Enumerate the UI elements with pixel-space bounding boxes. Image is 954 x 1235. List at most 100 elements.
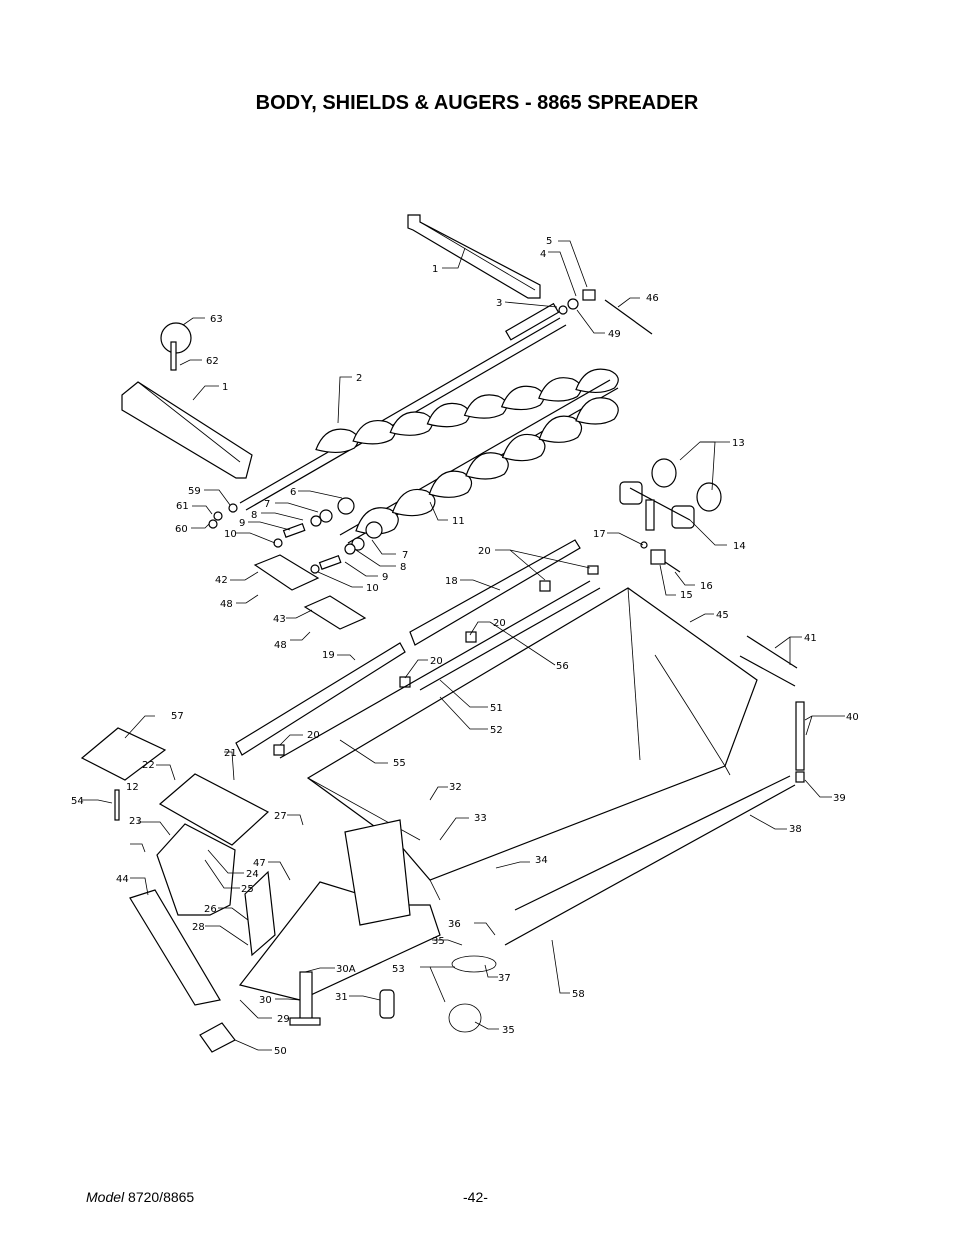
left-shield-part bbox=[121, 381, 253, 479]
drive-hub-assembly bbox=[619, 458, 722, 573]
part-label-30: 30 bbox=[259, 995, 272, 1006]
auger-flight bbox=[428, 470, 473, 498]
part-label-52: 52 bbox=[490, 725, 503, 736]
part-label-46: 46 bbox=[646, 293, 659, 304]
hydraulic-hoses bbox=[448, 955, 497, 1033]
part-label-8a: 8 bbox=[251, 510, 257, 521]
part-label-40: 40 bbox=[846, 712, 859, 723]
part-label-20a: 20 bbox=[478, 546, 491, 557]
cylinders-40-41 bbox=[739, 635, 805, 783]
auger-flight bbox=[575, 368, 619, 393]
auger-flight bbox=[538, 377, 582, 402]
auger-flight bbox=[538, 415, 583, 443]
left-bearing-stack bbox=[208, 497, 383, 574]
part-label-38: 38 bbox=[789, 824, 802, 835]
part-label-1b: 1 bbox=[222, 382, 228, 393]
auger-flight bbox=[465, 452, 509, 480]
part-label-60: 60 bbox=[175, 524, 188, 535]
part-label-9b: 9 bbox=[382, 572, 388, 583]
part-label-51: 51 bbox=[490, 703, 503, 714]
part-label-47: 47 bbox=[253, 858, 266, 869]
rods-34-38 bbox=[504, 775, 796, 946]
part-label-2: 2 bbox=[356, 373, 362, 384]
panel-44 bbox=[129, 889, 221, 1006]
part-label-32: 32 bbox=[449, 782, 462, 793]
part-label-58: 58 bbox=[572, 989, 585, 1000]
part-label-63: 63 bbox=[210, 314, 223, 325]
callout-leader-lines bbox=[82, 240, 845, 1051]
part-label-48b: 48 bbox=[274, 640, 287, 651]
auger-flight bbox=[463, 394, 508, 419]
auger-flight bbox=[501, 433, 546, 462]
panel-26 bbox=[244, 870, 276, 957]
part-label-33: 33 bbox=[474, 813, 487, 824]
part-label-48a: 48 bbox=[220, 599, 233, 610]
shield-19 bbox=[235, 642, 406, 756]
part-label-8b: 8 bbox=[400, 562, 406, 573]
auger-flight bbox=[315, 428, 359, 453]
rods-55-56 bbox=[279, 580, 601, 759]
part-label-9a: 9 bbox=[239, 518, 245, 529]
bottle-31 bbox=[379, 989, 395, 1019]
part-label-24: 24 bbox=[246, 869, 259, 880]
plates-42-43 bbox=[253, 554, 367, 630]
part-label-44: 44 bbox=[116, 874, 129, 885]
auger-flight bbox=[500, 385, 545, 411]
part-label-61: 61 bbox=[176, 501, 189, 512]
footer-page-number: -42- bbox=[463, 1189, 488, 1205]
part-label-22: 22 bbox=[142, 760, 155, 771]
cover-57 bbox=[80, 727, 167, 781]
part-label-7a: 7 bbox=[264, 499, 270, 510]
part-label-57: 57 bbox=[171, 711, 184, 722]
part-label-16: 16 bbox=[700, 581, 713, 592]
part-label-49: 49 bbox=[608, 329, 621, 340]
auger-flight bbox=[389, 411, 434, 436]
disc-63-part bbox=[160, 322, 192, 371]
part-label-23: 23 bbox=[129, 816, 142, 827]
auger-flight bbox=[426, 402, 471, 428]
part-number-labels: 1123456778899101011121314151617181920202… bbox=[71, 236, 859, 1057]
part-label-36: 36 bbox=[448, 919, 461, 930]
part-label-53: 53 bbox=[392, 964, 405, 975]
part-label-11: 11 bbox=[452, 516, 465, 527]
part-label-42: 42 bbox=[215, 575, 228, 586]
shield-18 bbox=[409, 539, 581, 646]
part-label-55: 55 bbox=[393, 758, 406, 769]
part-label-29: 29 bbox=[277, 1014, 290, 1025]
auger-flight bbox=[575, 397, 619, 425]
part-label-20d: 20 bbox=[307, 730, 320, 741]
part-label-12: 12 bbox=[126, 782, 139, 793]
bracket-50 bbox=[199, 1022, 236, 1053]
housing-23 bbox=[156, 823, 236, 916]
part-label-35a: 35 bbox=[432, 936, 445, 947]
part-label-56: 56 bbox=[556, 661, 569, 672]
part-label-18: 18 bbox=[445, 576, 458, 587]
part-label-27: 27 bbox=[274, 811, 287, 822]
part-label-59: 59 bbox=[188, 486, 201, 497]
part-label-15: 15 bbox=[680, 590, 693, 601]
part-label-28: 28 bbox=[192, 922, 205, 933]
pin-54 bbox=[114, 789, 120, 821]
part-label-14: 14 bbox=[733, 541, 746, 552]
page-title: BODY, SHIELDS & AUGERS - 8865 SPREADER bbox=[255, 92, 699, 114]
part-label-45: 45 bbox=[716, 610, 729, 621]
part-label-41: 41 bbox=[804, 633, 817, 644]
part-label-43: 43 bbox=[273, 614, 286, 625]
part-label-25: 25 bbox=[241, 884, 254, 895]
auger-flight bbox=[391, 488, 436, 517]
part-label-21: 21 bbox=[224, 748, 237, 759]
part-label-13: 13 bbox=[732, 438, 745, 449]
part-label-4: 4 bbox=[540, 249, 546, 260]
part-label-31: 31 bbox=[335, 992, 348, 1003]
part-label-62: 62 bbox=[206, 356, 219, 367]
part-label-26: 26 bbox=[204, 904, 217, 915]
part-label-20c: 20 bbox=[430, 656, 443, 667]
upper-auger-flights bbox=[315, 368, 619, 453]
part-label-1a: 1 bbox=[432, 264, 438, 275]
part-label-37: 37 bbox=[498, 973, 511, 984]
part-label-10a: 10 bbox=[224, 529, 237, 540]
part-label-30A: 30A bbox=[336, 964, 356, 975]
footer-model: Model 8720/8865 bbox=[86, 1189, 195, 1205]
part-label-35b: 35 bbox=[502, 1025, 515, 1036]
